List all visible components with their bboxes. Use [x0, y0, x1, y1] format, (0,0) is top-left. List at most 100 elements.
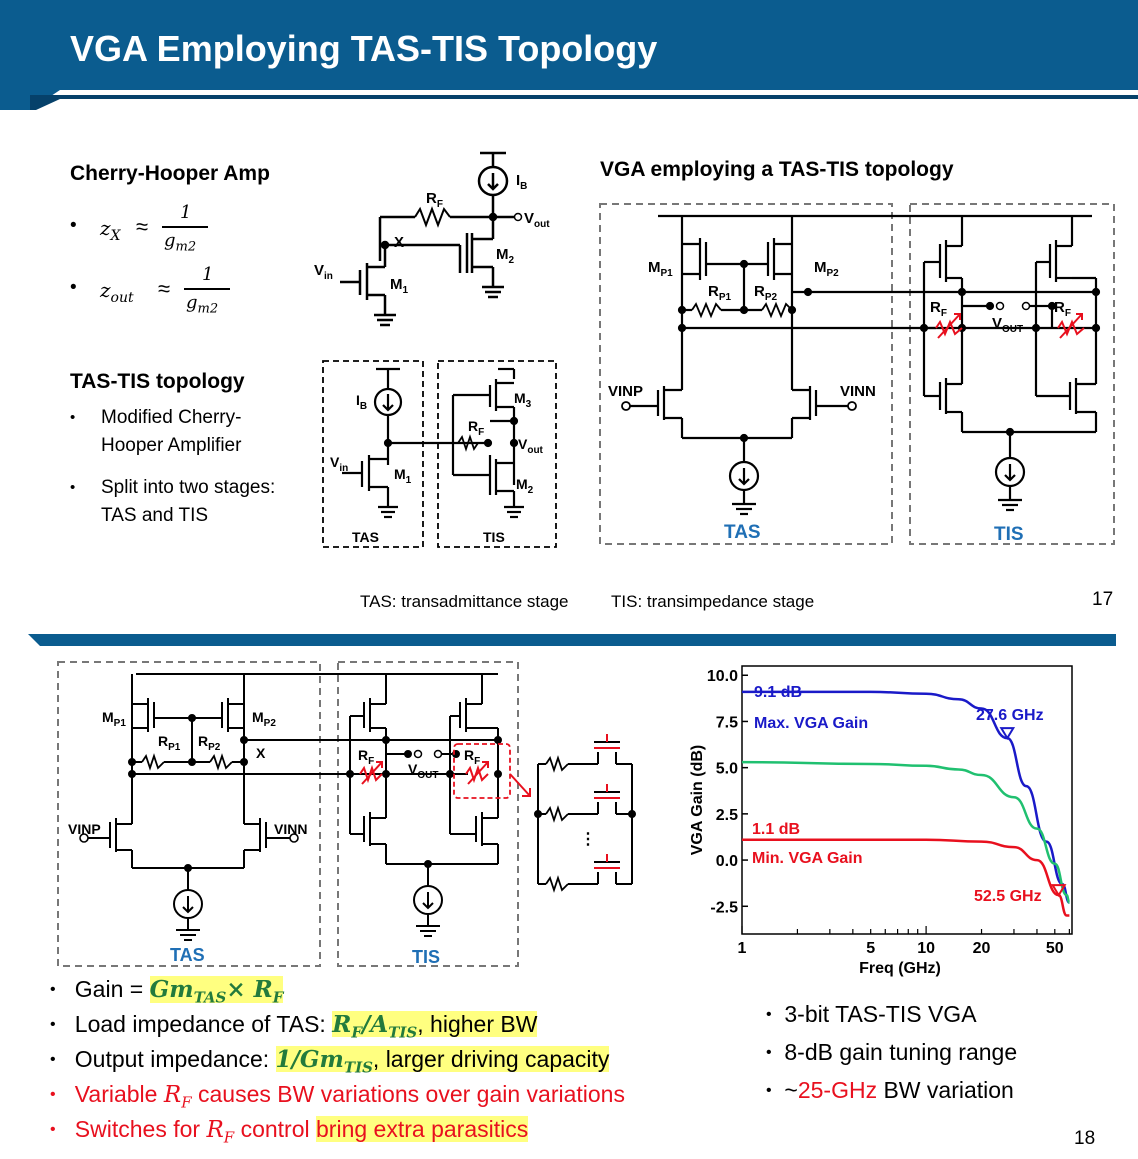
eq2-den-sub: m2 — [197, 301, 219, 317]
y-tick-label: 5.0 — [716, 761, 738, 778]
tis-rf-left-label: RF — [930, 299, 947, 319]
s18-vinp-label: VINP — [68, 821, 101, 837]
vout-diff-label: VOUT — [992, 315, 1023, 335]
s18-tas-label: TAS — [170, 945, 205, 965]
mp2-label: MP2 — [814, 259, 839, 279]
rp2-label: RP2 — [754, 283, 778, 303]
s18-x-label: X — [256, 745, 266, 761]
tis-m2-label: M2 — [516, 476, 534, 496]
annot-27-6ghz: 27.6 GHz — [976, 707, 1044, 724]
y-axis-label: VGA Gain (dB) — [689, 745, 706, 856]
eq-num: 1 — [180, 202, 192, 223]
tas-vin-label: Vin — [330, 454, 348, 474]
parasitics-highlight: bring extra parasitics — [316, 1116, 529, 1142]
slide-title: VGA Employing TAS-TIS Topology — [70, 28, 658, 69]
series-mid-gain — [741, 760, 1071, 904]
load-expression: RF/ATIS, higher BW — [332, 1011, 538, 1042]
bullet-split-line1: Split into two stages: — [101, 477, 276, 498]
m2-label: M2 — [496, 246, 515, 266]
bullet-modified-line1: Modified Cherry- — [101, 407, 242, 428]
right-bullet-3: • ~25-GHz BW variation — [766, 1077, 1014, 1103]
tis-m3-label: M3 — [514, 390, 532, 410]
slide18-bar — [28, 634, 1116, 646]
tas-ib-label: IB — [356, 392, 367, 412]
annot-max-label: Max. VGA Gain — [754, 715, 868, 732]
y-tick-label: 2.5 — [716, 807, 738, 824]
tis-blue-label: TIS — [994, 524, 1024, 545]
y-tick-label: 0.0 — [716, 853, 738, 870]
vinn-label: VINN — [840, 383, 876, 400]
output-expression: 1/GmTIS, larger driving capacity — [275, 1046, 610, 1077]
footnote-tis: TIS: transimpedance stage — [611, 592, 815, 611]
cherry-hooper-heading: Cherry-Hooper Amp — [70, 162, 270, 185]
footnote-tas: TAS: transadmittance stage — [360, 592, 569, 611]
rf-label: RF — [426, 190, 443, 210]
marker-27-6ghz — [999, 727, 1016, 741]
bullet-load: • Load impedance of TAS: RF/ATIS, higher… — [50, 1011, 538, 1042]
s18-rp1-label: RP1 — [158, 733, 181, 753]
tis-box-label: TIS — [483, 529, 505, 545]
equation-zout: • zout ≈ 1 gm2 — [70, 264, 270, 324]
output-label: Output impedance: — [74, 1046, 276, 1072]
marker-52-5ghz — [1050, 884, 1067, 898]
s18-rf-left-label: RF — [358, 747, 374, 767]
fraction-bar — [162, 226, 208, 228]
x-tick-label: 20 — [973, 940, 991, 957]
switch-bank-dots: ⋮ — [580, 831, 596, 848]
tis-vout-label: Vout — [518, 436, 544, 456]
eq-den-sub: m2 — [175, 239, 197, 255]
x-axis-label: Freq (GHz) — [859, 960, 941, 977]
s18-rf-right-label: RF — [464, 747, 480, 767]
s18-tis-label: TIS — [412, 947, 440, 967]
bullet-variable-rf: • Variable RF causes BW variations over … — [50, 1081, 625, 1112]
y-tick-label: 7.5 — [716, 714, 738, 731]
y-tick-label: -2.5 — [710, 899, 738, 916]
vin-label: Vin — [314, 262, 333, 282]
tas-tis-heading: TAS-TIS topology — [70, 370, 245, 393]
vga-schematic: MP1 MP2 RP1 RP2 VINP VINN RF RF VOUT TAS… — [599, 203, 1115, 545]
s18-vout-label: VOUT — [408, 761, 438, 781]
title-banner — [0, 0, 1138, 112]
eq2-z-sub: out — [110, 290, 134, 306]
x-tick-label: 10 — [917, 940, 935, 957]
series-group — [741, 690, 1071, 917]
slide18-bullets: • Gain = GmTAS× RF • Load impedance of T… — [50, 976, 690, 1156]
m1-label: M1 — [390, 276, 409, 296]
tis-rf-label: RF — [468, 418, 484, 438]
vga-heading: VGA employing a TAS-TIS topology — [600, 158, 954, 181]
x-tick-label: 1 — [738, 940, 747, 957]
bullet-switches: • Switches for RF control bring extra pa… — [50, 1116, 529, 1147]
page-number-17: 17 — [1092, 589, 1114, 610]
eq2-z: z — [100, 278, 111, 302]
load-label: Load impedance of TAS: — [74, 1011, 333, 1037]
slide18-right-bullets: • 3-bit TAS-TIS VGA • 8-dB gain tuning r… — [766, 997, 1017, 1111]
bullet-split-line2: TAS and TIS — [101, 505, 209, 526]
mp1-label: MP1 — [648, 259, 673, 279]
eq-approx: ≈ — [136, 214, 149, 239]
eq2-den: g — [186, 292, 198, 313]
s18-mp1-label: MP1 — [102, 709, 126, 729]
tas-box-label: TAS — [352, 529, 379, 545]
page-number-18: 18 — [1074, 1128, 1096, 1149]
x-tick-label: 5 — [866, 940, 875, 957]
gain-expression: GmTAS× RF — [149, 976, 284, 1007]
y-tick-label: 10.0 — [707, 668, 738, 685]
annot-max-db: 9.1 dB — [754, 684, 802, 701]
annot-min-db: 1.1 dB — [752, 821, 800, 838]
tas-blue-label: TAS — [724, 522, 761, 543]
y-axis-ticks: 10.0 7.5 5.0 2.5 0.0 -2.5 — [707, 668, 748, 916]
bullet-gain: • Gain = GmTAS× RF — [50, 976, 284, 1007]
eq-den: g — [164, 230, 176, 251]
slide18-vga-schematic: MP1 MP2 RP1 RP2 X VINP VINN RF RF VOUT ⋮… — [57, 661, 636, 967]
x-node-label: X — [394, 234, 404, 251]
vinp-label: VINP — [608, 383, 643, 400]
bullet-modified-line2: Hooper Amplifier — [101, 435, 242, 456]
right-bullet-2: • 8-dB gain tuning range — [766, 1039, 1018, 1065]
series-min-gain — [741, 838, 1070, 917]
plot-area — [741, 665, 1073, 935]
annot-52-5ghz: 52.5 GHz — [974, 888, 1042, 905]
eq-z: z — [100, 216, 111, 240]
rp1-label: RP1 — [708, 283, 732, 303]
